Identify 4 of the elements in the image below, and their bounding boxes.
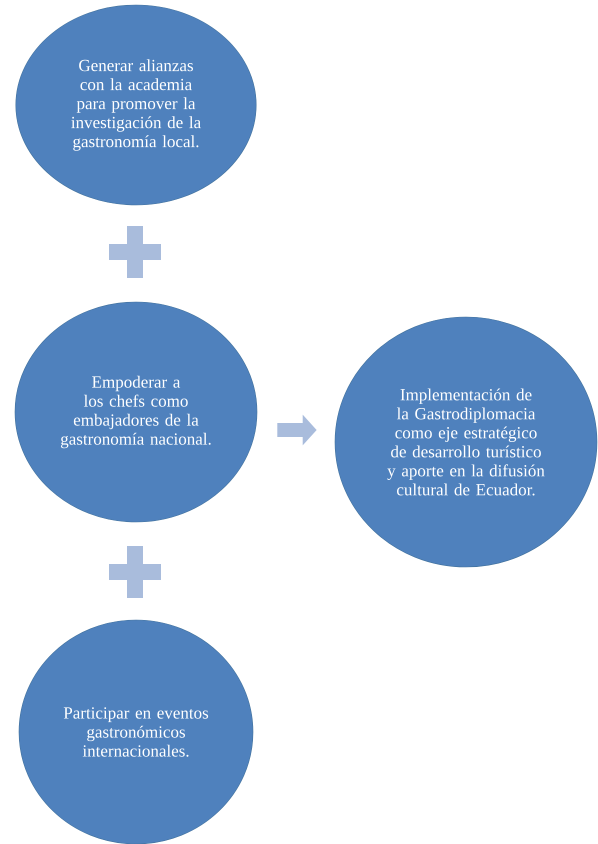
circle-node: Participar en eventos gastronómicos internacionales. (18, 620, 254, 844)
circle-node: Empoderar a los chefs como embajadores de la gastronomía nacional. (14, 302, 258, 522)
circle-node: Generar alianzas con la academia para promover la investigación de la gastronomía local. (16, 4, 256, 206)
circle-node: Implementación de la Gastrodiplomacia como eje estratégico de desarrollo turístico y aporte en la difusión cultural de Ecuador. (334, 316, 598, 568)
